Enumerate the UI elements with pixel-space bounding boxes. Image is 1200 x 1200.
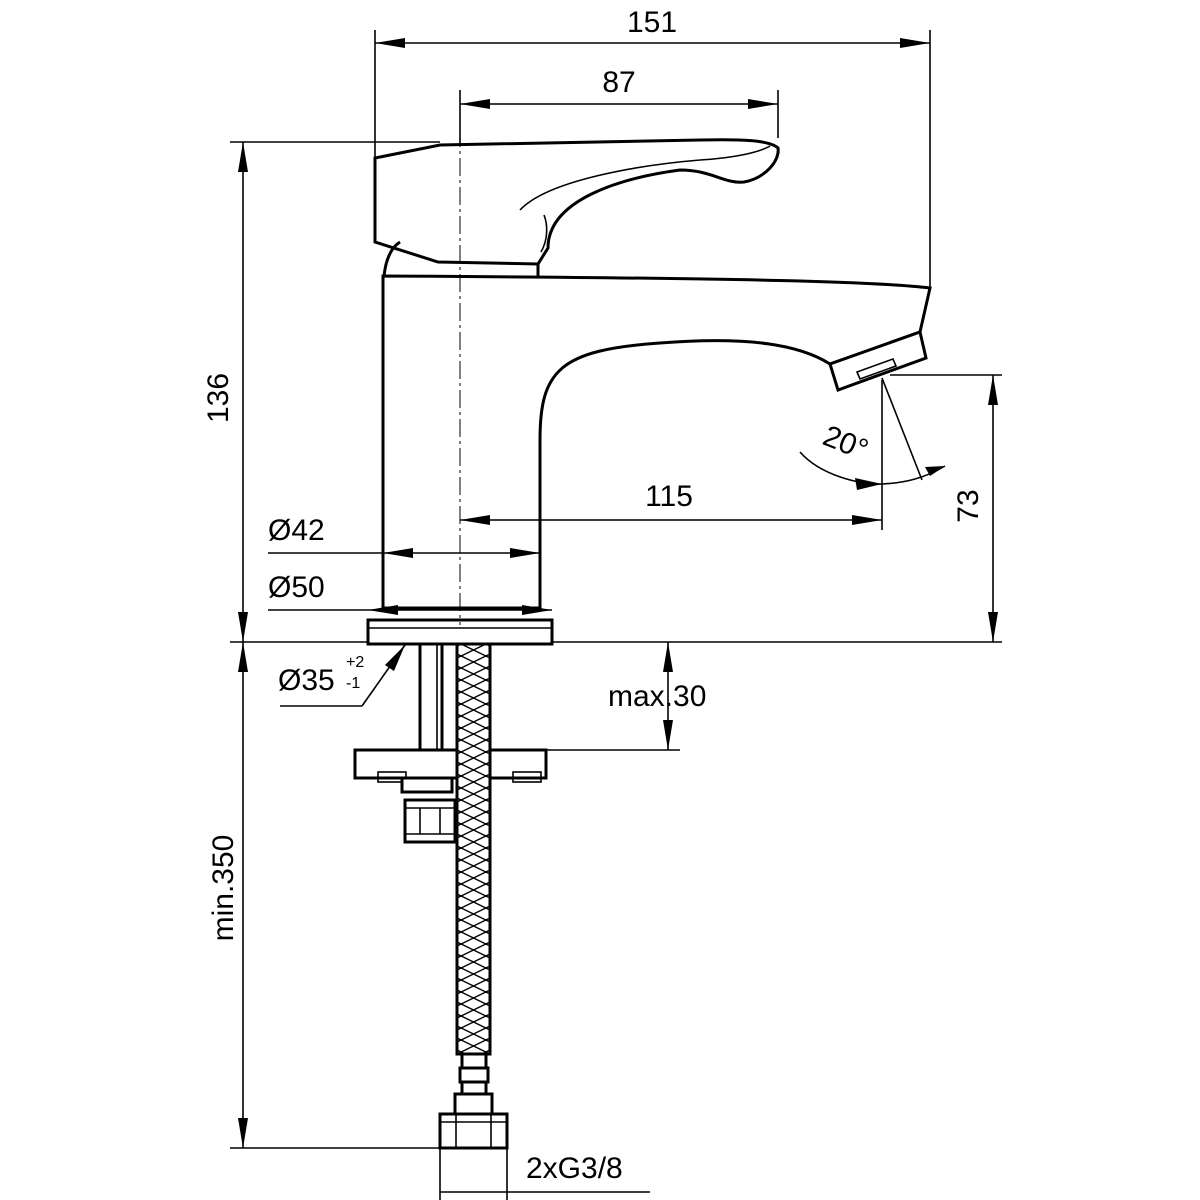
lever-handle [373, 138, 780, 266]
arrow [238, 612, 248, 642]
arrow [238, 142, 248, 172]
braid-strand [457, 1025, 490, 1043]
braid-strand [457, 1013, 490, 1031]
braid-strand [457, 773, 490, 791]
braid-strand [457, 869, 490, 887]
arrow [663, 642, 673, 672]
dim-spout-reach: 115 [645, 480, 693, 513]
arrow [855, 478, 882, 490]
arrow [383, 548, 413, 558]
dim-spout-height: 73 [952, 489, 985, 522]
braid-strand [457, 645, 486, 659]
braid-strand [457, 785, 490, 803]
braid-strand [457, 809, 490, 827]
arrow [375, 38, 405, 48]
braid-strand [457, 677, 490, 695]
braid-strand [457, 965, 490, 983]
aerator-slot [855, 357, 898, 381]
braid-strand [457, 917, 490, 935]
braid-strand [457, 833, 490, 851]
arrow [238, 642, 248, 672]
lever-detail [540, 214, 548, 253]
hose-fitting-neck [453, 1092, 494, 1116]
braid-strand [457, 689, 490, 707]
braid-strand [457, 665, 490, 683]
braid-strand [457, 797, 490, 815]
arrow [900, 38, 930, 48]
dim-base-diameter: Ø50 [268, 571, 325, 604]
threaded-rod [418, 642, 444, 756]
braid-strand [457, 845, 490, 863]
braid-strand [457, 989, 490, 1007]
braid-strand [457, 749, 490, 767]
arrow [988, 375, 998, 405]
arrow [460, 515, 490, 525]
braid-strand [457, 953, 490, 971]
braid-strand [457, 821, 490, 839]
braid-strand [457, 881, 490, 899]
dim-lever-length: 87 [602, 66, 635, 99]
braid-strand [457, 929, 490, 947]
arrow [925, 466, 945, 476]
dim-spout-angle: 20° [818, 419, 872, 467]
arrow [852, 515, 882, 525]
braid-strand [457, 713, 490, 731]
arrow [385, 645, 405, 671]
fixing-plate [353, 748, 548, 780]
dim-hole-tolerance-lower: -1 [346, 675, 360, 692]
braid-strand [457, 653, 490, 671]
arrow [510, 548, 540, 558]
dim-hole-tolerance-upper: +2 [346, 654, 364, 671]
fixing-plate-slot [512, 771, 542, 783]
braid-strand [457, 1037, 490, 1055]
arrow [988, 612, 998, 642]
arrow [368, 605, 398, 615]
braid-strand [457, 701, 490, 719]
braid-strand [457, 761, 490, 779]
dimension-lines [230, 30, 1002, 1200]
dim-deck-thickness: max.30 [608, 680, 706, 713]
handle-cap [382, 240, 401, 277]
aerator [828, 330, 928, 392]
fixing-washer [400, 776, 454, 794]
dim-connection: 2xG3/8 [526, 1152, 623, 1185]
faucet-outline [353, 138, 932, 1150]
hose-braid [457, 645, 490, 1055]
braid-strand [457, 725, 490, 743]
braid-strand [457, 977, 490, 995]
braid-strand [457, 905, 490, 923]
arrow [238, 1118, 248, 1148]
braid-strand [457, 737, 490, 755]
arrow [522, 605, 552, 615]
braid-strand [457, 893, 490, 911]
dim-hole-diameter: Ø35 [278, 664, 335, 697]
hose-fitting-ring [458, 1066, 490, 1084]
dim-body-diameter: Ø42 [268, 514, 325, 547]
braid-strand [457, 857, 490, 875]
arrow [748, 99, 778, 109]
angle-line [881, 377, 923, 481]
arrow [663, 720, 673, 750]
body-spout [381, 274, 932, 610]
arrow [460, 99, 490, 109]
dimension-labels: 151 87 136 115 73 20° Ø42 Ø50 Ø35 +2 -1 … [202, 6, 985, 1185]
braid-strand [457, 941, 490, 959]
braid-strand [457, 1001, 490, 1019]
dim-hose-length: min.350 [207, 835, 240, 942]
hose-connector-nut [438, 1112, 509, 1150]
nut [403, 798, 457, 844]
lever-detail [519, 145, 771, 211]
dim-overall-length: 151 [627, 6, 677, 39]
angle-arc [799, 451, 946, 485]
dim-overall-height: 136 [202, 373, 235, 423]
